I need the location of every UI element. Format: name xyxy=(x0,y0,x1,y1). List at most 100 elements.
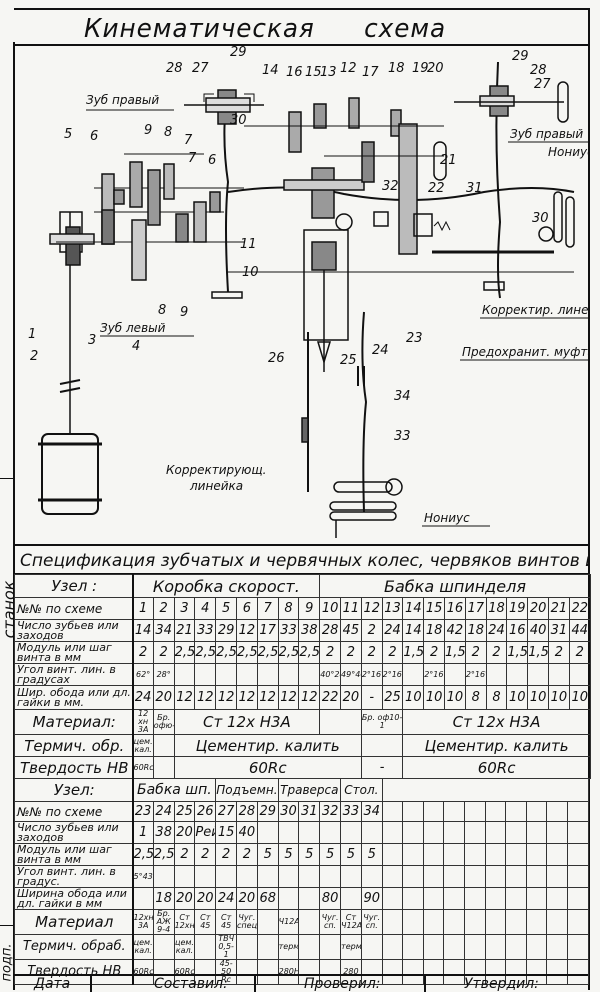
label-3: 3 xyxy=(88,333,96,348)
signature-row: Дата Составил: Проверил: Утвердил: xyxy=(14,974,588,992)
table-cell xyxy=(340,865,362,888)
label-30: 30 xyxy=(230,113,247,128)
table-cell: 16 xyxy=(506,619,529,642)
annotation-correcting-ruler-long-1: Корректирующ. xyxy=(166,463,266,477)
table-cell: 30 xyxy=(277,801,300,822)
row-label: Число зубьев или заходов xyxy=(14,619,134,642)
table-cell: 14 xyxy=(402,619,425,642)
empty-cell xyxy=(464,801,486,822)
empty-cell xyxy=(422,934,445,960)
table2-group-spindle: Бабка шп. xyxy=(131,778,217,802)
empty-cell xyxy=(566,843,589,866)
table-cell xyxy=(194,959,217,985)
label-5: 5 xyxy=(64,127,72,142)
worm-pair-1-2 xyxy=(49,211,244,266)
label-10: 10 xyxy=(242,265,259,280)
empty-cell xyxy=(525,865,548,888)
table-cell: 10 xyxy=(568,685,591,710)
table-cell xyxy=(256,909,279,935)
table-cell: терм. xyxy=(277,934,300,960)
empty-cell xyxy=(566,801,589,822)
empty-cell xyxy=(443,887,466,910)
table-cell: 7 xyxy=(256,597,279,620)
empty-cell xyxy=(525,887,548,910)
empty-cell xyxy=(505,865,527,888)
empty-cell xyxy=(525,821,548,844)
table1-group-spindle-head: Бабка шпинделя xyxy=(319,574,591,598)
cell-material-13-22: Ст 12х Н3А xyxy=(402,709,591,735)
side-label-signature: подп. xyxy=(0,943,15,982)
cell-heat-3-11: Цементир. калить xyxy=(173,734,362,757)
empty-cell xyxy=(525,909,548,935)
table-cell: 22 xyxy=(568,597,591,620)
table2-group-lift: Подъемн. xyxy=(215,778,279,802)
table-cell xyxy=(298,821,321,844)
table-cell xyxy=(256,663,279,686)
table-cell: 14 xyxy=(132,619,154,642)
empty-cell xyxy=(546,865,568,888)
table-cell xyxy=(256,865,279,888)
empty-cell xyxy=(546,887,568,910)
table-cell: 2,5 xyxy=(215,641,237,664)
table-cell xyxy=(527,663,549,686)
table-cell xyxy=(277,821,300,844)
empty-cell xyxy=(422,821,445,844)
table-cell xyxy=(340,887,362,910)
table-cell xyxy=(236,934,258,960)
table-cell xyxy=(132,887,154,910)
label-28-right: 28 xyxy=(530,63,547,78)
table-cell xyxy=(194,663,217,686)
table-cell xyxy=(256,821,279,844)
cell-material-12: Бр. оф10-1 xyxy=(360,709,404,735)
table2-header-row: Узел: Бабка шп. Подъемн. Траверса Стол. xyxy=(14,778,589,802)
table-cell: 40°28' xyxy=(319,663,342,686)
table-cell xyxy=(360,959,383,985)
table-cell: 20 xyxy=(173,821,196,844)
label-8-top: 8 xyxy=(164,125,172,140)
table-cell: 17 xyxy=(464,597,487,620)
table-cell: 15 xyxy=(215,821,238,844)
table-cell: 2,5 xyxy=(132,843,154,866)
table-cell: 15 xyxy=(423,597,446,620)
label-12: 12 xyxy=(340,61,357,76)
table-cell xyxy=(277,887,300,910)
empty-cell xyxy=(546,843,568,866)
empty-cell xyxy=(381,801,404,822)
table-cell: 10 xyxy=(527,685,549,710)
table-cell: 10 xyxy=(423,685,446,710)
empty-cell xyxy=(464,821,486,844)
cell-heat-2 xyxy=(152,734,175,757)
table-cell xyxy=(173,865,196,888)
table-cell: 12 xyxy=(173,685,196,710)
table-cell: 24 xyxy=(132,685,154,710)
table-cell: 2 xyxy=(340,641,362,664)
table-cell: 2,5 xyxy=(277,641,300,664)
table-cell: 20 xyxy=(236,887,258,910)
label-26: 26 xyxy=(268,351,285,366)
cell-hardness-13-22: 60Rc xyxy=(402,756,591,779)
table-cell: 2 xyxy=(215,843,238,866)
empty-cell xyxy=(484,821,507,844)
empty-cell xyxy=(422,843,445,866)
annotation-correcting-ruler: Корректир. линейки xyxy=(482,303,588,317)
table-cell: 5 xyxy=(298,843,321,866)
table-cell: 20 xyxy=(152,685,175,710)
table-cell: 20 xyxy=(340,685,362,710)
table-cell: 28° xyxy=(152,663,175,686)
table-cell: 80 xyxy=(319,887,342,910)
label-34: 34 xyxy=(394,389,411,404)
table-cell xyxy=(360,934,383,960)
table-cell xyxy=(298,909,321,935)
row-label: Число зубьев или заходов xyxy=(14,821,134,844)
empty-cell xyxy=(381,934,404,960)
label-19: 19 xyxy=(412,61,429,76)
table-cell: 8 xyxy=(464,685,487,710)
empty-cell xyxy=(402,865,424,888)
table-cell: Чуг. сп. xyxy=(360,909,383,935)
table-feed-33-34 xyxy=(301,311,403,538)
label-16: 16 xyxy=(286,65,303,80)
side-strip-divider xyxy=(0,925,14,926)
